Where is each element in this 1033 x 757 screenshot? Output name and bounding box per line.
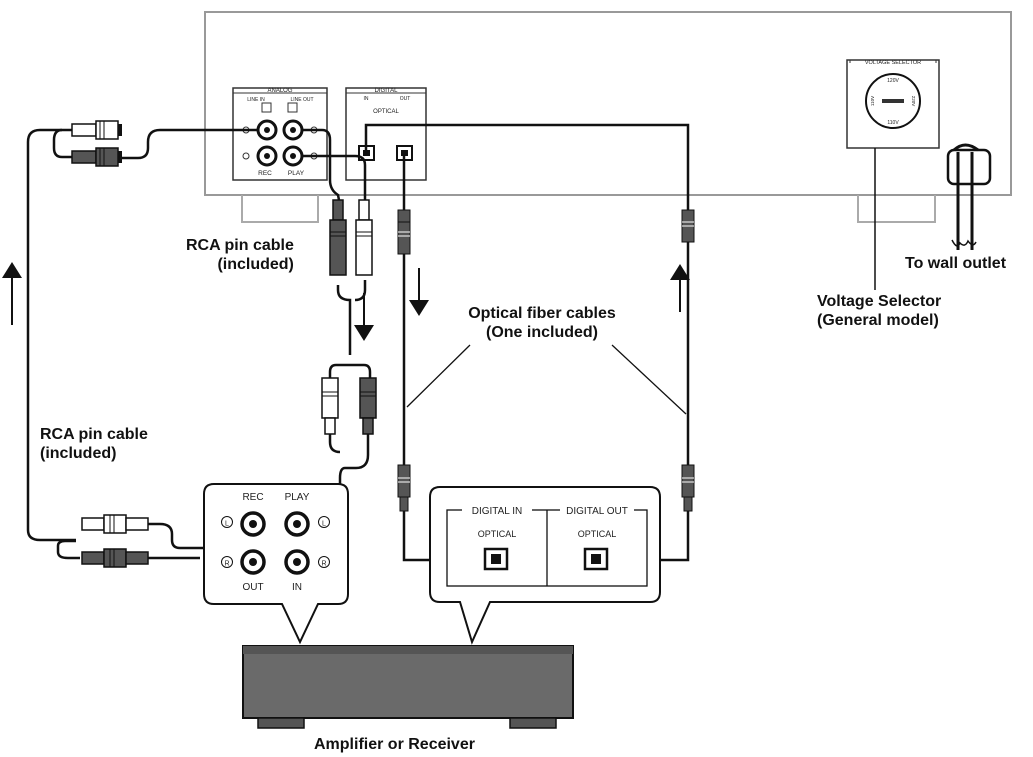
- optical-line1: Optical fiber cables: [468, 305, 616, 322]
- amp-in-label: IN: [292, 582, 302, 593]
- wall-outlet-label: To wall outlet: [905, 255, 1007, 272]
- amp-digital-out-label: DIGITAL OUT: [566, 506, 628, 517]
- amp-out-label: OUT: [242, 582, 263, 593]
- device-line-in-label: LINE IN: [247, 97, 265, 103]
- amp-rca-jacks: [240, 511, 310, 575]
- amp-l-right: L: [322, 521, 326, 528]
- amp-play-label: PLAY: [285, 492, 310, 503]
- amp-l-left: L: [225, 521, 229, 528]
- device-line-out-label: LINE OUT: [290, 97, 313, 103]
- rca-cable-top-label: RCA pin cable (included): [186, 236, 294, 274]
- amp-digital-in-label: DIGITAL IN: [472, 506, 523, 517]
- rca-plug-pair-center-top: [329, 199, 373, 276]
- device-digital-label: DIGITAL: [375, 88, 399, 94]
- amp-r-left: R: [224, 561, 229, 568]
- device-analog-section: ANALOG LINE IN LINE OUT REC PLAY: [232, 87, 328, 181]
- device-in-label: IN: [364, 96, 369, 102]
- voltage-selector-title: VOLTAGE SELECTOR: [865, 60, 921, 66]
- optical-cable-label: Optical fiber cables (One included): [453, 304, 631, 342]
- amp-optical-out-label: OPTICAL: [578, 529, 617, 539]
- voltage-line1: Voltage Selector: [817, 293, 942, 310]
- optical-line2: (One included): [486, 324, 598, 341]
- device-optical-label: OPTICAL: [373, 109, 399, 115]
- rca-cable-left-label: RCA pin cable (included): [40, 425, 148, 463]
- voltage-dial-top: 120V: [887, 78, 899, 84]
- device-play-label: PLAY: [288, 170, 305, 177]
- voltage-dial-bottom: 110V: [887, 120, 899, 126]
- device-out-label: OUT: [400, 96, 411, 102]
- amp-optical-in-label: OPTICAL: [478, 529, 517, 539]
- voltage-dial-right: 220V: [911, 96, 916, 107]
- device-digital-section: DIGITAL IN OUT OPTICAL: [345, 87, 427, 181]
- device-analog-label: ANALOG: [267, 88, 292, 94]
- rca-left-line1: RCA pin cable: [40, 426, 148, 443]
- amp-r-right: R: [321, 561, 326, 568]
- amplifier-body: [242, 645, 574, 729]
- rca-left-line2: (included): [40, 445, 117, 462]
- amp-digital-callout: DIGITAL IN DIGITAL OUT OPTICAL OPTICAL: [429, 486, 661, 645]
- amp-analog-callout: REC PLAY L L R R OUT IN: [203, 483, 349, 645]
- optical-leader-right: [611, 344, 687, 415]
- rca-top-line1: RCA pin cable: [186, 237, 294, 254]
- voltage-selector-panel: VOLTAGE SELECTOR 120V 110V 110V 220V: [846, 59, 940, 149]
- voltage-line2: (General model): [817, 312, 939, 329]
- power-cord: [946, 143, 992, 250]
- device-rec-label: REC: [258, 170, 272, 177]
- voltage-dial-left: 110V: [870, 96, 875, 106]
- device-rca-jacks: [256, 119, 304, 167]
- voltage-selector-label: Voltage Selector (General model): [817, 292, 942, 330]
- amplifier-label: Amplifier or Receiver: [314, 736, 475, 753]
- rca-top-line2: (included): [217, 256, 294, 273]
- rca-plug-pair-center-bottom: [321, 377, 377, 435]
- amp-rec-label: REC: [242, 492, 263, 503]
- rca-plug-pair-bottom: [81, 514, 149, 568]
- optical-leader-left: [406, 344, 471, 408]
- rca-plug-pair-top: [71, 120, 122, 167]
- rca-cable-center: [300, 128, 377, 542]
- rca-cable-left: [26, 120, 259, 568]
